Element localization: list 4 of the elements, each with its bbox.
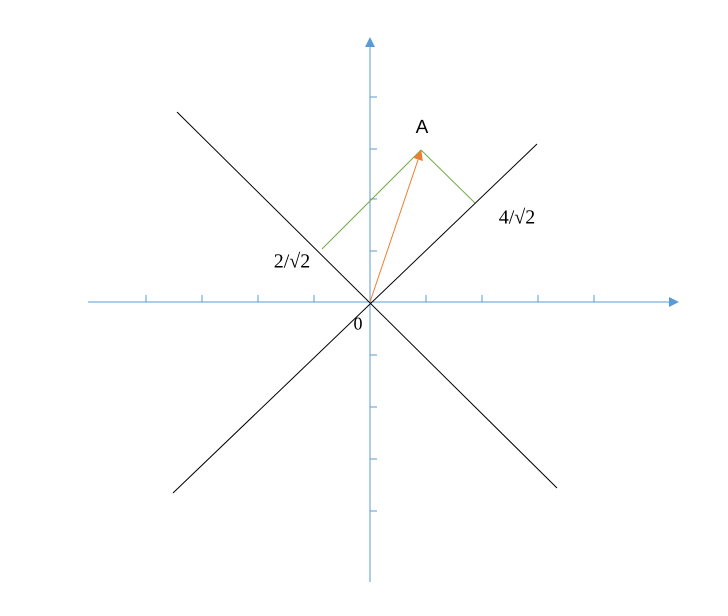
origin-label: 0 (354, 314, 362, 334)
fraction-label: 2/√2 (274, 250, 310, 274)
point-label: A (416, 117, 428, 139)
fraction-label: 4/√2 (498, 206, 536, 230)
